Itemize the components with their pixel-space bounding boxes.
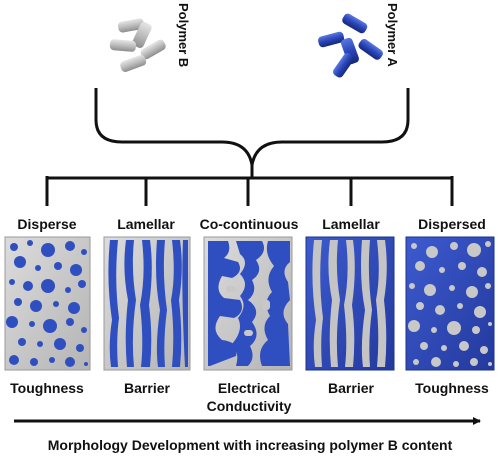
droplet xyxy=(35,265,41,271)
droplet xyxy=(441,345,447,351)
droplet xyxy=(18,338,26,346)
droplet xyxy=(81,249,87,255)
droplet xyxy=(65,357,75,367)
panel-1-droplets xyxy=(6,240,88,367)
lower-brace xyxy=(45,162,454,206)
panel-5-property-label: Toughness xyxy=(415,380,489,396)
droplet xyxy=(65,241,75,251)
droplet xyxy=(411,243,417,249)
polymer-a-label: Polymer A xyxy=(385,3,400,67)
droplet xyxy=(488,362,492,366)
droplet xyxy=(53,301,59,307)
caption: Morphology Development with increasing p… xyxy=(48,437,453,453)
droplet xyxy=(453,361,459,367)
droplet xyxy=(10,243,18,251)
panel-4-property-label: Barrier xyxy=(328,380,374,396)
panel-5-morphology-label: Dispersed xyxy=(418,216,486,232)
droplet xyxy=(14,256,26,268)
droplet xyxy=(466,286,478,298)
droplet xyxy=(81,327,87,333)
droplet xyxy=(41,279,55,293)
panel-5-dispersed xyxy=(405,236,495,371)
droplet xyxy=(23,281,33,291)
droplet xyxy=(9,279,15,285)
droplet xyxy=(78,280,86,288)
panel-2-lamellar xyxy=(103,236,191,371)
panel-1-disperse xyxy=(4,236,91,371)
droplet xyxy=(14,298,22,306)
droplet xyxy=(415,261,425,271)
droplet xyxy=(30,300,42,312)
droplet xyxy=(426,246,438,258)
droplet xyxy=(431,327,437,333)
droplet xyxy=(449,285,455,291)
droplet xyxy=(447,321,461,335)
droplet xyxy=(30,358,38,366)
droplet xyxy=(27,240,33,246)
droplet xyxy=(431,357,441,367)
droplet xyxy=(420,342,428,350)
upper-brace xyxy=(94,88,410,166)
droplet xyxy=(485,241,491,247)
droplet xyxy=(49,357,55,363)
droplet xyxy=(488,322,492,326)
droplet xyxy=(54,262,62,270)
droplet xyxy=(408,320,420,332)
droplet xyxy=(65,287,71,293)
droplet xyxy=(409,283,415,289)
droplet xyxy=(424,284,436,296)
droplet xyxy=(416,302,424,310)
polymer-a-molecule-icon xyxy=(318,13,383,78)
droplet xyxy=(477,267,487,277)
panel-4-lamellar xyxy=(305,236,395,371)
panel-3-property-label-line1: Electrical xyxy=(218,380,280,396)
panel-5-droplets xyxy=(408,241,492,367)
panel-1-morphology-label: Disperse xyxy=(17,216,76,232)
droplet xyxy=(6,316,18,328)
droplet xyxy=(68,302,80,314)
droplet xyxy=(9,355,19,365)
droplet xyxy=(66,318,74,326)
droplet xyxy=(29,321,35,327)
droplet xyxy=(76,344,84,352)
droplet xyxy=(472,326,480,334)
droplet xyxy=(84,362,88,366)
droplet xyxy=(459,341,469,351)
polymer-b-label: Polymer B xyxy=(176,3,191,67)
panel-1-property-label: Toughness xyxy=(10,380,84,396)
droplet xyxy=(470,358,478,366)
panel-2-property-label: Barrier xyxy=(124,380,170,396)
droplet xyxy=(70,264,82,276)
panel-2-morphology-label: Lamellar xyxy=(117,216,175,232)
panel-4-morphology-label: Lamellar xyxy=(322,216,380,232)
droplet xyxy=(439,267,445,273)
panel-3-property-label-line2: Conductivity xyxy=(207,398,292,414)
droplet xyxy=(43,319,57,333)
polymer-b-molecule-icon xyxy=(109,18,166,72)
droplet xyxy=(467,243,481,257)
droplet xyxy=(37,341,43,347)
panel-3-co-continuous xyxy=(203,236,293,371)
droplet xyxy=(450,242,458,250)
panel-3-morphology-label: Co-continuous xyxy=(200,216,299,232)
droplet xyxy=(54,338,66,350)
droplet xyxy=(485,283,491,289)
droplet xyxy=(435,305,445,315)
droplet xyxy=(474,306,486,318)
droplet xyxy=(41,243,55,257)
droplet xyxy=(480,346,488,354)
droplet xyxy=(413,359,419,365)
droplet xyxy=(458,262,466,270)
droplet xyxy=(457,303,463,309)
